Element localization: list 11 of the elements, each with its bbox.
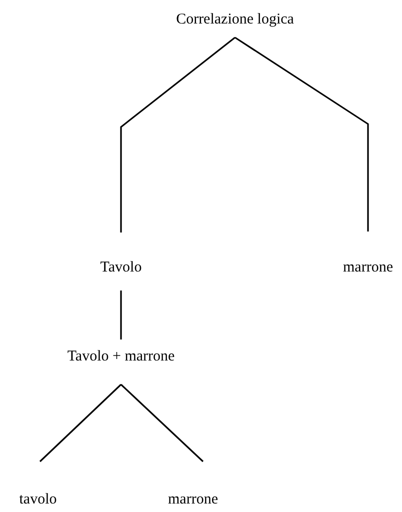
connector-line	[120, 290, 122, 340]
node-label: Correlazione logica	[176, 12, 294, 28]
node-label: marrone	[168, 492, 218, 508]
connector-line	[120, 384, 204, 462]
connector-line	[120, 36, 236, 232]
node-label: Tavolo	[100, 260, 142, 276]
node-label: Tavolo + marrone	[67, 348, 175, 366]
connector-line	[39, 384, 122, 462]
connector-line	[234, 36, 369, 232]
node-label: tavolo	[19, 492, 57, 508]
node-label: marrone	[343, 260, 393, 276]
